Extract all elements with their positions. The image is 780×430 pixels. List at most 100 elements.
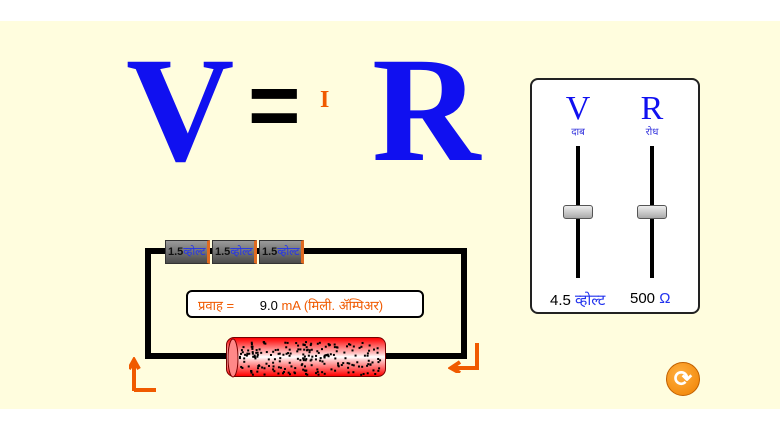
wire-left xyxy=(145,248,151,359)
impurity-dot xyxy=(368,344,371,347)
reset-icon: ⟳ xyxy=(673,366,693,391)
impurity-dot xyxy=(335,350,338,353)
resistance-slider-thumb[interactable] xyxy=(637,205,667,219)
impurity-dot xyxy=(320,348,323,351)
impurity-dot xyxy=(337,364,340,367)
impurity-dot xyxy=(366,354,369,357)
impurity-dot xyxy=(362,372,365,375)
impurity-dot xyxy=(282,353,285,356)
impurity-dot xyxy=(311,355,314,358)
impurity-dot xyxy=(256,355,259,358)
impurity-dot xyxy=(323,372,326,375)
impurity-dot xyxy=(302,368,305,371)
impurity-dot xyxy=(263,367,266,370)
impurity-dot xyxy=(272,361,275,364)
equation-voltage-symbol: V xyxy=(126,27,235,193)
impurity-dot xyxy=(346,362,349,365)
impurity-dot xyxy=(366,372,369,375)
battery-unit: व्होल्ट xyxy=(230,246,253,258)
impurity-dot xyxy=(239,357,242,360)
impurity-dot xyxy=(377,361,380,364)
impurity-dot xyxy=(348,343,351,346)
battery-value: 1.5 xyxy=(262,246,278,258)
impurity-dot xyxy=(327,343,330,346)
impurity-dot xyxy=(376,351,379,354)
impurity-dot xyxy=(288,354,291,357)
equation-equals: = xyxy=(248,56,301,156)
impurity-dot xyxy=(303,348,306,351)
impurity-dot xyxy=(299,359,302,362)
impurity-dot xyxy=(309,344,312,347)
impurity-dot xyxy=(269,353,272,356)
impurity-dot xyxy=(272,350,275,353)
impurity-dot xyxy=(250,371,253,374)
impurity-dot xyxy=(357,365,360,368)
impurity-dot xyxy=(273,370,276,373)
impurity-dot xyxy=(253,355,256,358)
impurity-dot xyxy=(316,342,319,345)
impurity-dot xyxy=(363,354,366,357)
impurity-dot xyxy=(352,371,355,374)
impurity-dot xyxy=(267,358,270,361)
voltage-slider-thumb[interactable] xyxy=(563,205,593,219)
impurity-dot xyxy=(265,351,268,354)
impurity-dot xyxy=(352,364,355,367)
voltage-readout: 4.5 व्होल्ट xyxy=(550,290,605,310)
impurity-dot xyxy=(316,350,319,353)
impurity-dot xyxy=(354,354,357,357)
impurity-dot xyxy=(358,346,361,349)
impurity-dot xyxy=(367,359,370,362)
impurity-dot xyxy=(260,351,263,354)
impurity-dot xyxy=(244,353,247,356)
impurity-dot xyxy=(368,349,371,352)
impurity-dot xyxy=(377,369,380,372)
impurity-dot xyxy=(308,351,311,354)
resistance-slider-label: रोध xyxy=(645,127,659,138)
voltage-unit: व्होल्ट xyxy=(575,292,606,309)
impurity-dot xyxy=(366,352,369,355)
impurity-dot xyxy=(277,372,280,375)
impurity-dot xyxy=(289,352,292,355)
impurity-dot xyxy=(283,367,286,370)
impurity-dot xyxy=(307,354,310,357)
impurity-dot xyxy=(251,352,254,355)
control-panel: V दाब R रोध 4.5 व्होल्ट 500 Ω xyxy=(530,78,700,314)
reset-button[interactable]: ⟳ xyxy=(666,362,700,396)
impurity-dot xyxy=(321,371,324,374)
impurity-dot xyxy=(317,373,320,376)
impurity-dot xyxy=(302,353,305,356)
impurity-dot xyxy=(251,347,254,350)
battery: 1.5व्होल्ट xyxy=(165,240,210,264)
impurity-dot xyxy=(277,352,280,355)
impurity-dot xyxy=(263,341,266,344)
impurity-dot xyxy=(377,357,380,360)
resistor-impurities xyxy=(227,338,382,378)
impurity-dot xyxy=(296,350,299,353)
impurity-dot xyxy=(303,369,306,372)
impurity-dot xyxy=(240,365,243,368)
impurity-dot xyxy=(323,362,326,365)
impurity-dot xyxy=(297,348,300,351)
impurity-dot xyxy=(285,346,288,349)
impurity-dot xyxy=(256,351,259,354)
current-label: प्रवाह = xyxy=(198,298,235,313)
impurity-dot xyxy=(333,346,336,349)
impurity-dot xyxy=(239,355,242,358)
impurity-dot xyxy=(263,342,266,345)
impurity-dot xyxy=(297,344,300,347)
battery-value: 1.5 xyxy=(168,246,184,258)
impurity-dot xyxy=(310,342,313,345)
impurity-dot xyxy=(305,346,308,349)
voltage-slider-symbol: V xyxy=(565,90,591,127)
impurity-dot xyxy=(253,354,256,357)
impurity-dot xyxy=(250,345,253,348)
impurity-dot xyxy=(274,349,277,352)
impurity-dot xyxy=(265,362,268,365)
impurity-dot xyxy=(344,357,347,360)
simulation-stage: V = I R 1.5व्होल्ट 1.5व्होल्ट 1.5व्होल्ट… xyxy=(0,21,780,409)
impurity-dot xyxy=(273,358,276,361)
impurity-dot xyxy=(310,348,313,351)
impurity-dot xyxy=(251,351,254,354)
current-arrow-left-icon xyxy=(448,343,479,373)
impurity-dot xyxy=(314,358,317,361)
